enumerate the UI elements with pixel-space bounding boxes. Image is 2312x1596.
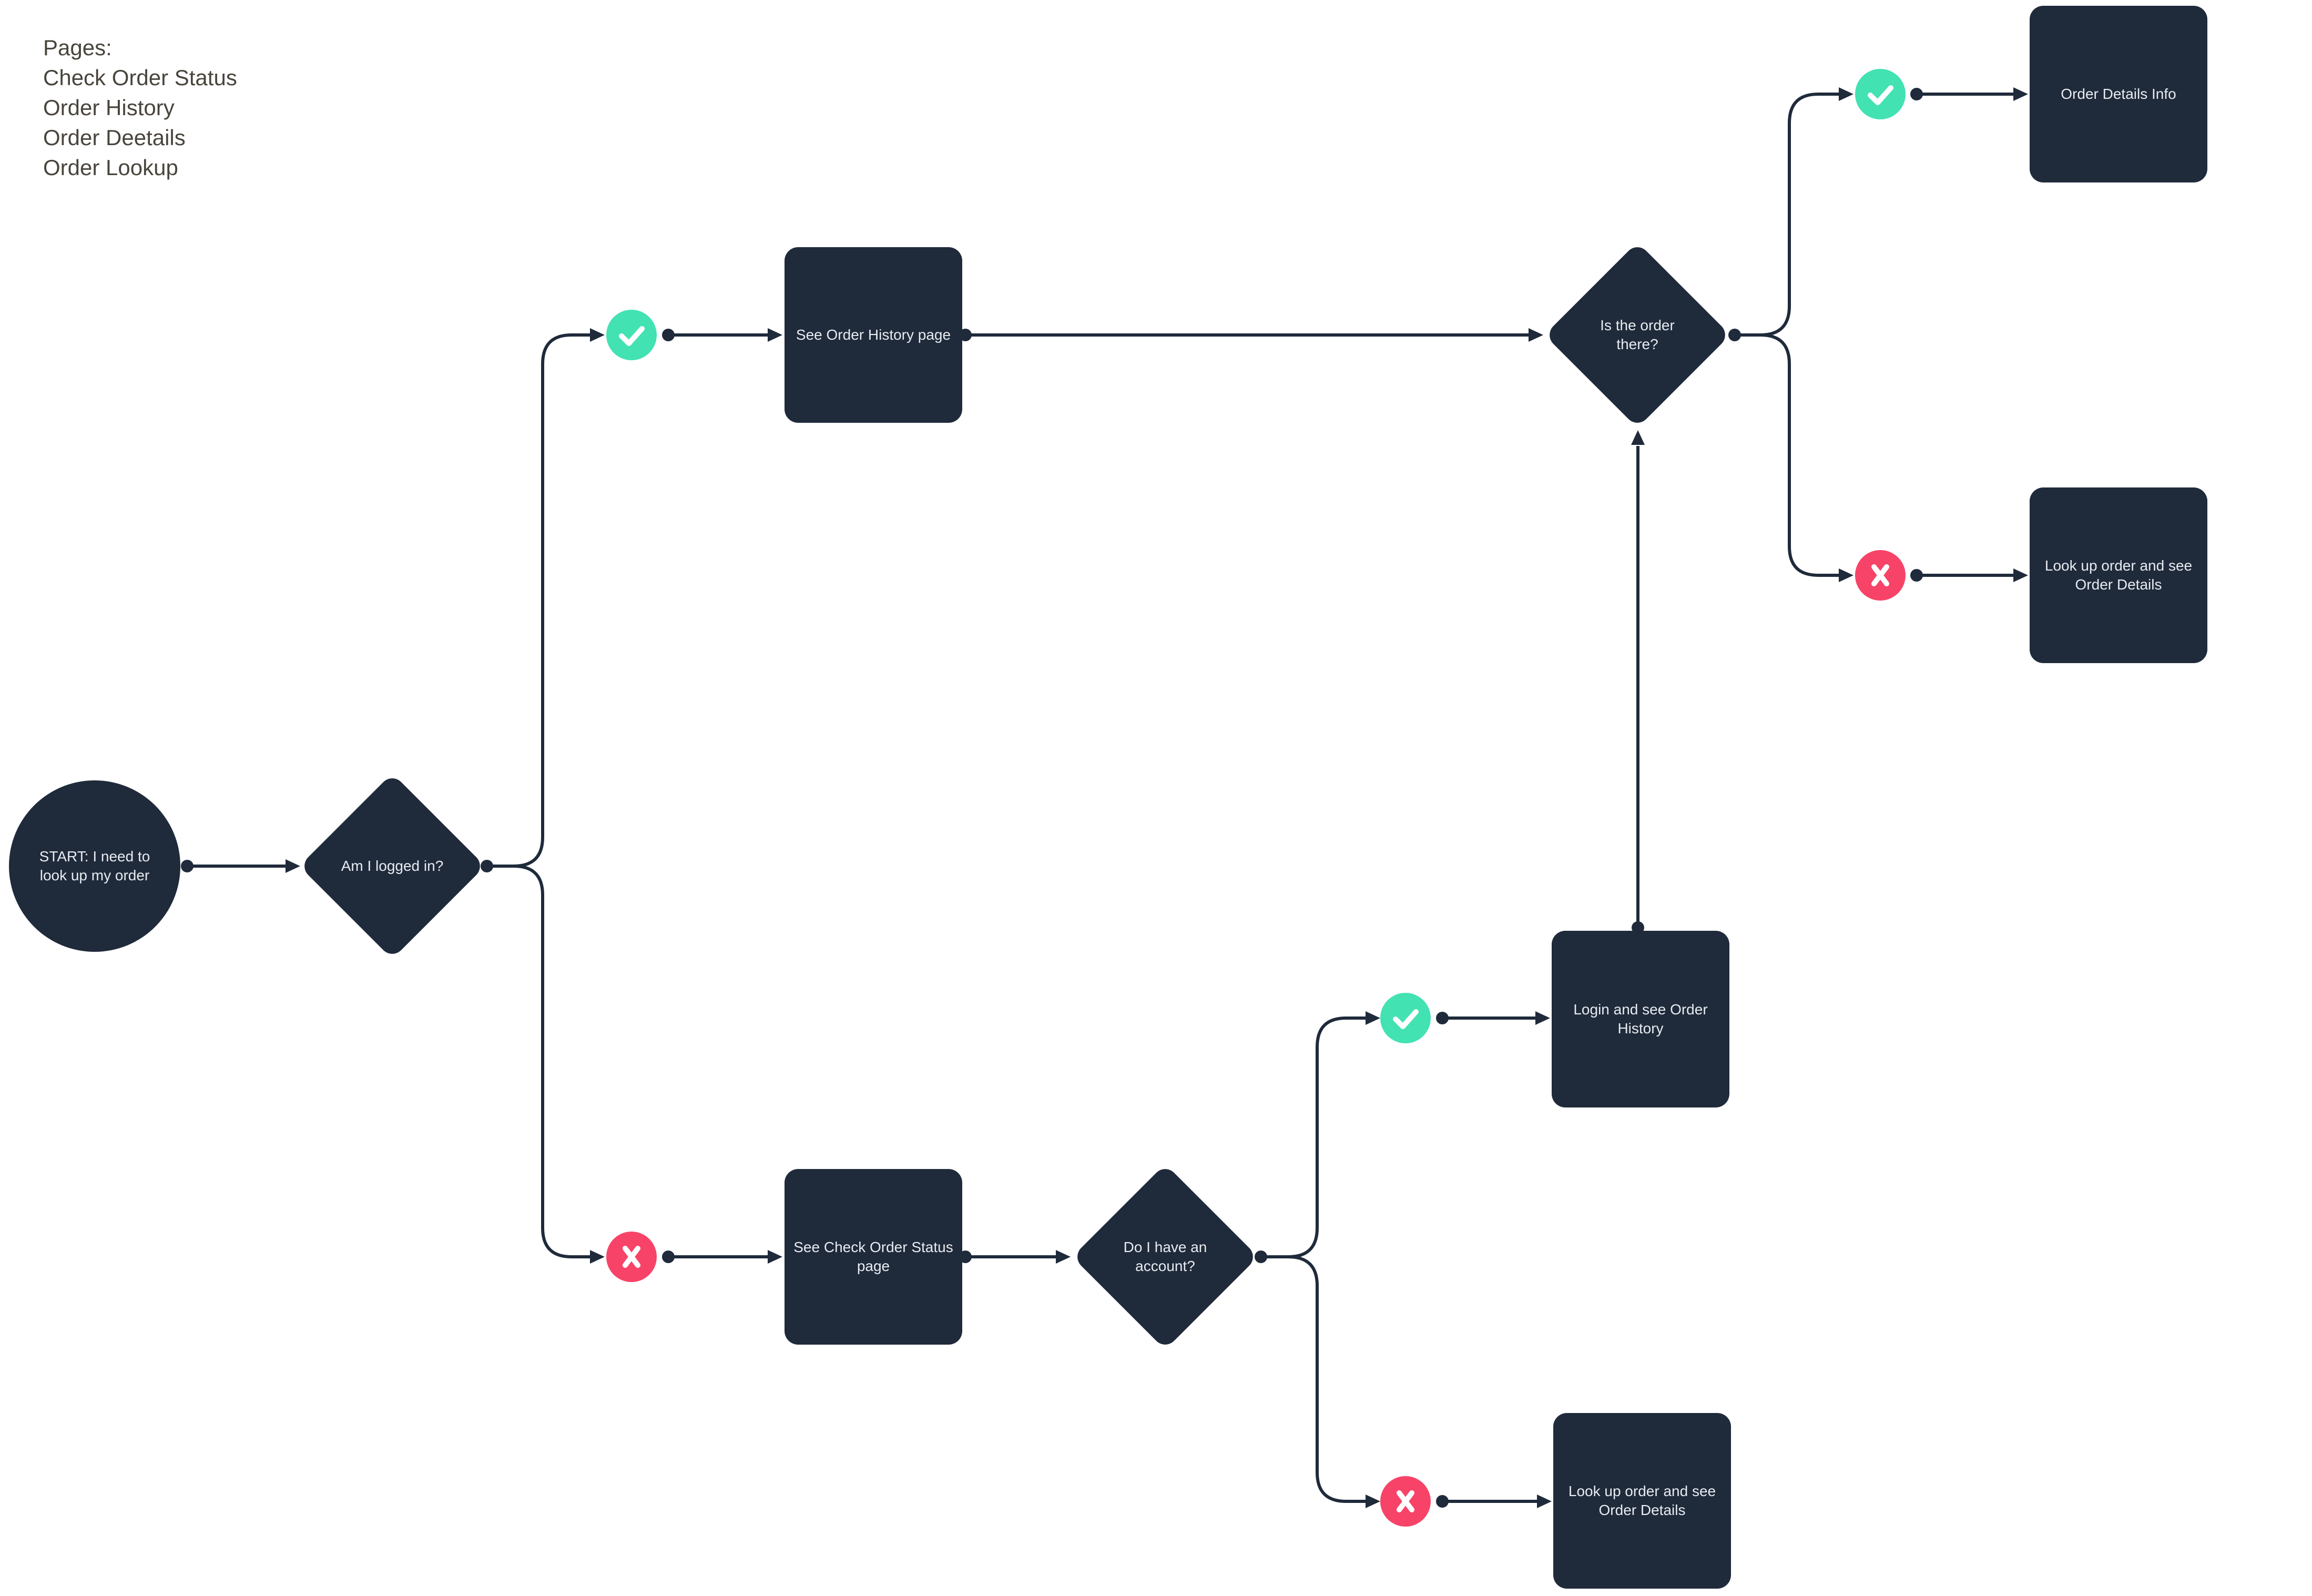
connector-dot — [1436, 1012, 1449, 1024]
yes-badge-have-account[interactable] — [1380, 993, 1431, 1043]
arrowhead — [1535, 1011, 1550, 1025]
pages-note-item: Check Order Status — [43, 65, 237, 90]
pages-note-item: Order Lookup — [43, 155, 178, 180]
edge-start-to-logged-in — [181, 859, 300, 873]
node-process-order-history[interactable]: See Order History page — [785, 247, 962, 423]
edge-have-account-yes-branch — [1255, 1011, 1380, 1263]
no-badge-have-account[interactable] — [1380, 1476, 1431, 1527]
check-icon — [1868, 85, 1893, 105]
edge-check-status-to-have-account — [959, 1250, 1071, 1264]
yes-badge-logged-in[interactable] — [606, 310, 657, 360]
arrowhead — [1529, 328, 1543, 342]
node-end-lookup-order-bottom-label: Look up order and see Order Details — [1568, 1483, 1716, 1518]
edge-yes-to-order-history — [662, 328, 782, 342]
edge-login-to-order-there — [1631, 430, 1645, 934]
arrowhead — [2013, 87, 2028, 101]
edge-logged-in-yes-branch — [481, 328, 605, 872]
yes-badge-order-there[interactable] — [1855, 69, 1906, 119]
pages-note-item: Order Deetails — [43, 125, 186, 150]
node-process-login-label: Login and see Order History — [1573, 1001, 1708, 1036]
node-start[interactable]: START: I need to look up my order — [9, 780, 180, 952]
edge-order-there-no-branch — [1735, 333, 1853, 582]
node-decision-logged-in[interactable]: Am I logged in? — [299, 773, 485, 959]
connector-dot — [181, 860, 193, 872]
node-decision-order-there[interactable]: Is the order there? — [1544, 242, 1730, 428]
node-end-lookup-order-top[interactable]: Look up order and see Order Details — [2030, 487, 2207, 663]
arrowhead — [590, 1250, 605, 1264]
arrowhead — [286, 859, 300, 873]
x-icon — [623, 1246, 640, 1268]
edge-order-history-to-order-there — [959, 328, 1543, 342]
arrowhead — [590, 328, 605, 342]
node-process-check-order-status-label: See Check Order Status page — [793, 1239, 953, 1274]
arrowhead — [1631, 430, 1645, 445]
edge-yes-to-order-details-info — [1910, 87, 2028, 101]
arrowhead — [2013, 568, 2028, 582]
check-icon — [1393, 1009, 1419, 1029]
connector-dot — [662, 1251, 675, 1263]
node-decision-order-there-label: Is the order there? — [1600, 317, 1675, 352]
connector-dot — [662, 329, 675, 341]
pages-note-item: Order History — [43, 95, 175, 120]
node-decision-have-account-label: Do I have an account? — [1123, 1239, 1207, 1274]
connector-dot — [1910, 569, 1923, 582]
node-process-order-history-label: See Order History page — [796, 327, 951, 343]
node-process-check-order-status[interactable]: See Check Order Status page — [785, 1169, 962, 1345]
x-icon — [1871, 564, 1889, 586]
node-process-login[interactable]: Login and see Order History — [1552, 931, 1729, 1107]
node-start-label: START: I need to look up my order — [39, 848, 150, 883]
node-decision-have-account[interactable]: Do I have an account? — [1072, 1164, 1258, 1350]
edge-order-there-yes-branch — [1728, 87, 1853, 341]
connector-dot — [1436, 1495, 1449, 1508]
edge-no-to-check-order-status — [662, 1250, 782, 1264]
no-badge-logged-in[interactable] — [606, 1232, 657, 1282]
connector-dot — [1910, 88, 1923, 100]
pages-note-title: Pages: — [43, 35, 112, 60]
arrowhead — [1537, 1495, 1552, 1508]
arrowhead — [1839, 568, 1853, 582]
arrowhead — [1056, 1250, 1071, 1264]
arrowhead — [1366, 1495, 1380, 1508]
node-end-order-details-info[interactable]: Order Details Info — [2030, 6, 2207, 182]
node-end-lookup-order-top-label: Look up order and see Order Details — [2044, 557, 2193, 593]
check-icon — [619, 326, 645, 346]
node-end-lookup-order-bottom[interactable]: Look up order and see Order Details — [1553, 1413, 1731, 1589]
edge-logged-in-no-branch — [487, 865, 605, 1264]
arrowhead — [1839, 87, 1853, 101]
x-icon — [1397, 1490, 1414, 1512]
node-end-order-details-info-label: Order Details Info — [2061, 86, 2176, 102]
arrowhead — [768, 328, 782, 342]
no-badge-order-there[interactable] — [1855, 550, 1906, 601]
edge-no-to-lookup-order-top — [1910, 568, 2028, 582]
node-decision-logged-in-label: Am I logged in? — [341, 858, 444, 874]
edge-yes-to-login — [1436, 1011, 1550, 1025]
edge-have-account-no-branch — [1261, 1255, 1380, 1508]
edge-no-to-lookup-order-bottom — [1436, 1495, 1552, 1508]
arrowhead — [1366, 1011, 1380, 1025]
arrowhead — [768, 1250, 782, 1264]
pages-note: Pages: Check Order Status Order History … — [43, 33, 237, 182]
